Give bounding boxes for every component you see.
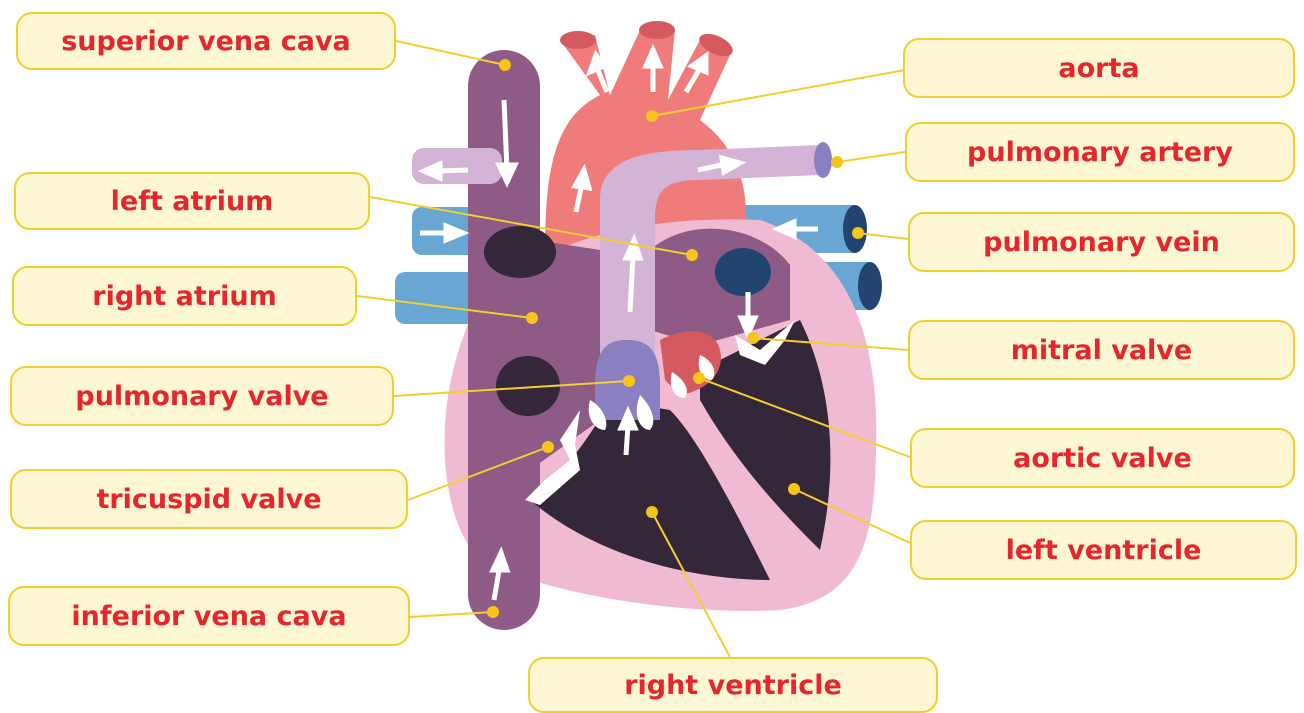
- pulmonary-artery-branch: [412, 148, 502, 184]
- label-pulmonary-artery: pulmonary artery: [905, 122, 1295, 182]
- label-pulmonary-vein: pulmonary vein: [908, 212, 1295, 272]
- label-superior-vena-cava: superior vena cava: [16, 12, 396, 70]
- label-left-atrium: left atrium: [14, 172, 370, 230]
- label-inferior-vena-cava: inferior vena cava: [8, 586, 410, 646]
- label-tricuspid-valve: tricuspid valve: [10, 469, 408, 529]
- label-left-ventricle: left ventricle: [910, 520, 1297, 580]
- label-pulmonary-valve: pulmonary valve: [10, 366, 394, 426]
- label-mitral-valve: mitral valve: [908, 320, 1295, 380]
- pulmonary-vein-opening: [715, 248, 771, 296]
- label-aortic-valve: aortic valve: [910, 428, 1295, 488]
- pulmonary-artery-end: [814, 142, 832, 178]
- label-right-atrium: right atrium: [12, 266, 357, 326]
- label-aorta: aorta: [903, 38, 1295, 98]
- label-right-ventricle: right ventricle: [528, 657, 938, 713]
